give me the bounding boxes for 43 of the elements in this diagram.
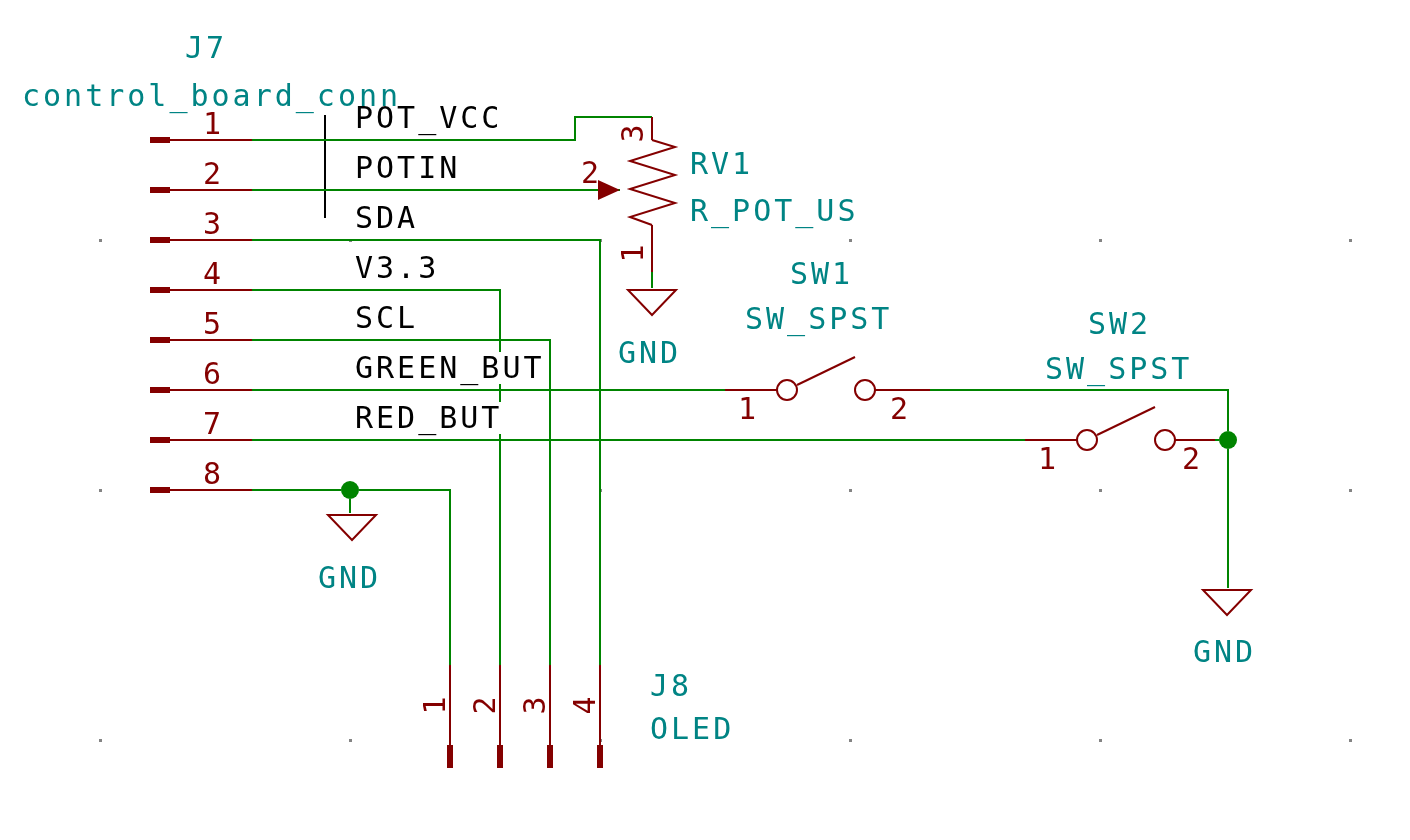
wire: [251, 180, 621, 200]
reference-label: SW2: [1088, 308, 1152, 340]
ground-label: GND: [618, 337, 682, 369]
ground-label: GND: [318, 562, 382, 594]
ground-label: GND: [1193, 636, 1257, 668]
value-label: SW_SPST: [745, 303, 893, 335]
pin-number: 3: [518, 693, 551, 715]
pin-number: 3: [616, 121, 649, 143]
pin-number: 6: [203, 358, 225, 390]
pin-number: 2: [581, 157, 603, 189]
wire: [251, 489, 342, 491]
wire: [349, 498, 351, 514]
wire: [251, 116, 653, 141]
value-label: OLED: [650, 713, 735, 745]
pin-number: 4: [203, 258, 225, 290]
pin-number: 8: [203, 458, 225, 490]
wire: [1227, 448, 1229, 589]
wire: [251, 339, 551, 666]
pin-number: 1: [1038, 443, 1060, 475]
reference-label: J8: [650, 670, 693, 702]
net-label: RED_BUT: [355, 402, 503, 434]
pin-number: 5: [203, 308, 225, 340]
pin-number: 2: [468, 693, 501, 715]
wire: [251, 289, 501, 666]
pin-number: 2: [890, 393, 912, 425]
reference-label: J7: [185, 32, 228, 64]
pin-number: 7: [203, 408, 225, 440]
value-label: R_POT_US: [690, 195, 859, 227]
value-label: SW_SPST: [1045, 353, 1193, 385]
wire: [251, 439, 1026, 441]
wire: [251, 389, 726, 391]
pin-number: 1: [738, 393, 760, 425]
pin-number: 4: [568, 693, 601, 715]
wire: [1214, 439, 1220, 441]
wire: [251, 239, 601, 666]
wire: [651, 271, 653, 289]
reference-label: RV1: [690, 148, 754, 180]
pin-number: 2: [1182, 443, 1204, 475]
reference-label: SW1: [790, 258, 854, 290]
pin-number: 1: [616, 241, 649, 263]
pin-number: 1: [418, 693, 451, 715]
wire: [358, 489, 451, 666]
wire: [929, 389, 1229, 432]
